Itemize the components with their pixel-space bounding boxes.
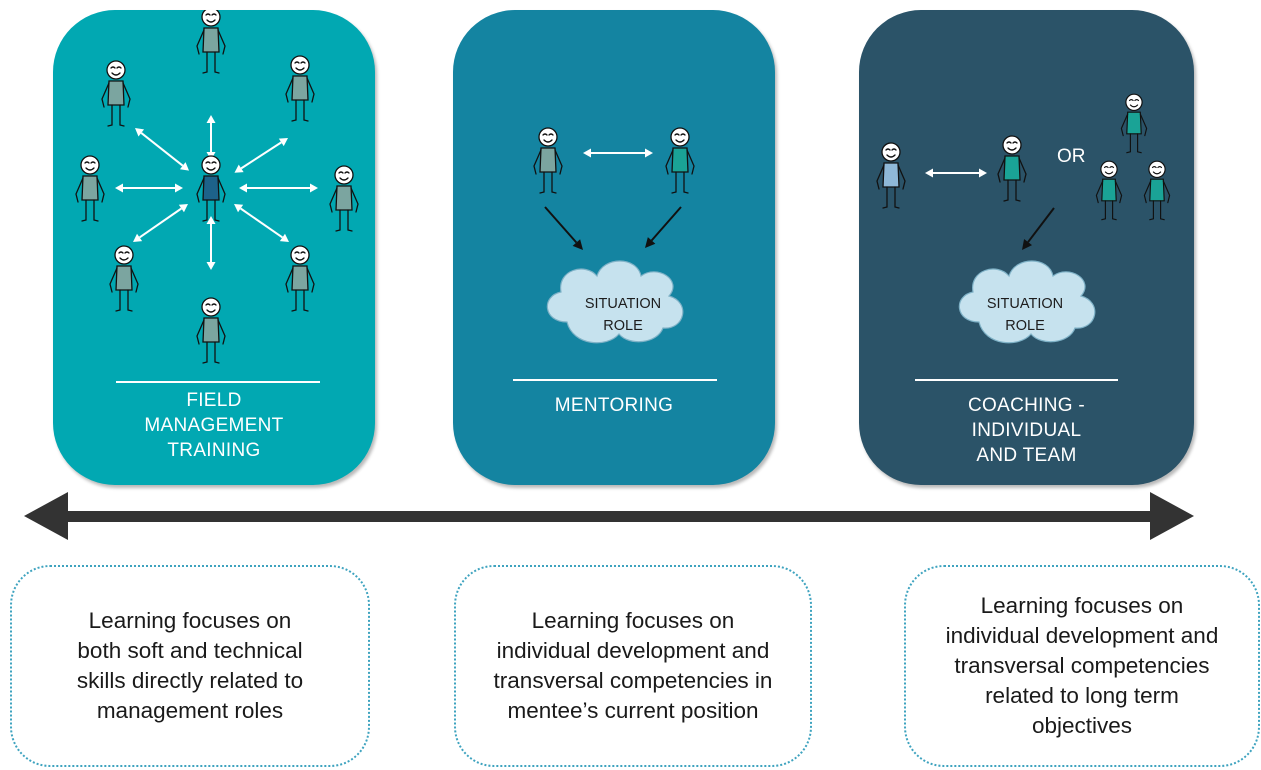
network-arrow-icon — [135, 128, 190, 171]
coaching-illustration — [876, 93, 1171, 344]
cloud-shape — [958, 260, 1096, 344]
coaching-double-arrow-icon — [925, 168, 987, 178]
network-arrow-icon — [133, 203, 188, 242]
mentor-arrow-icon — [544, 206, 583, 250]
field-management-card: FIELD MANAGEMENT TRAINING — [53, 10, 375, 485]
focus-box-coaching: Learning focuses on individual developme… — [904, 565, 1260, 767]
network-arrow-icon — [239, 183, 318, 193]
scale-arrow-right-head — [1150, 492, 1194, 540]
network-arrow-icon — [206, 216, 216, 270]
team-member-icon — [1120, 93, 1148, 154]
field-management-label: FIELD MANAGEMENT TRAINING — [144, 390, 284, 461]
mentoring-illustration — [533, 127, 695, 344]
person-icon — [101, 60, 131, 127]
person-icon — [329, 165, 359, 232]
person-icon — [196, 10, 226, 74]
mentee-arrow-icon — [645, 206, 682, 248]
mentoring-double-arrow-icon — [583, 148, 653, 158]
network-arrow-icon — [115, 183, 183, 193]
team-member-icon — [1095, 160, 1123, 221]
cloud-shape — [546, 260, 684, 344]
field-network-illustration — [75, 10, 359, 364]
coaching-card: SITUATION ROLE OR COACHING - INDIVIDUAL … — [859, 10, 1194, 485]
network-arrow-icon — [234, 203, 289, 242]
cloud-label: SITUATION ROLE — [584, 296, 662, 334]
person-icon — [75, 155, 105, 222]
focus-text: Learning focuses on both soft and techni… — [76, 608, 304, 723]
mentee-person-icon — [665, 127, 695, 194]
person-icon — [196, 297, 226, 364]
coaching-label: COACHING - INDIVIDUAL AND TEAM — [968, 395, 1085, 466]
focus-text: Learning focuses on individual developme… — [493, 608, 773, 723]
coachee-person-icon — [997, 135, 1027, 202]
focus-box-mentoring: Learning focuses on individual developme… — [454, 565, 812, 767]
focus-text: Learning focuses on individual developme… — [945, 593, 1219, 738]
cloud-label: SITUATION ROLE — [986, 296, 1064, 334]
mentor-person-icon — [533, 127, 563, 194]
coaching-arrow-icon — [1022, 207, 1055, 250]
scale-arrow-shaft — [62, 511, 1160, 522]
person-icon — [285, 245, 315, 312]
mentoring-label: MENTORING — [554, 395, 674, 416]
card-divider — [915, 379, 1118, 381]
mentoring-card: SITUATION ROLE MENTORING — [453, 10, 775, 485]
or-label: OR — [1057, 146, 1086, 167]
coach-person-icon — [876, 142, 906, 209]
central-person-icon — [196, 155, 226, 222]
network-arrow-icon — [234, 138, 288, 173]
focus-box-field-management: Learning focuses on both soft and techni… — [10, 565, 370, 767]
card-divider — [116, 381, 320, 383]
scale-arrow-left-head — [24, 492, 68, 540]
double-headed-scale-arrow — [24, 492, 1194, 540]
person-icon — [109, 245, 139, 312]
network-arrow-icon — [206, 115, 216, 160]
person-icon — [285, 55, 315, 122]
card-divider — [513, 379, 717, 381]
team-member-icon — [1143, 160, 1171, 221]
